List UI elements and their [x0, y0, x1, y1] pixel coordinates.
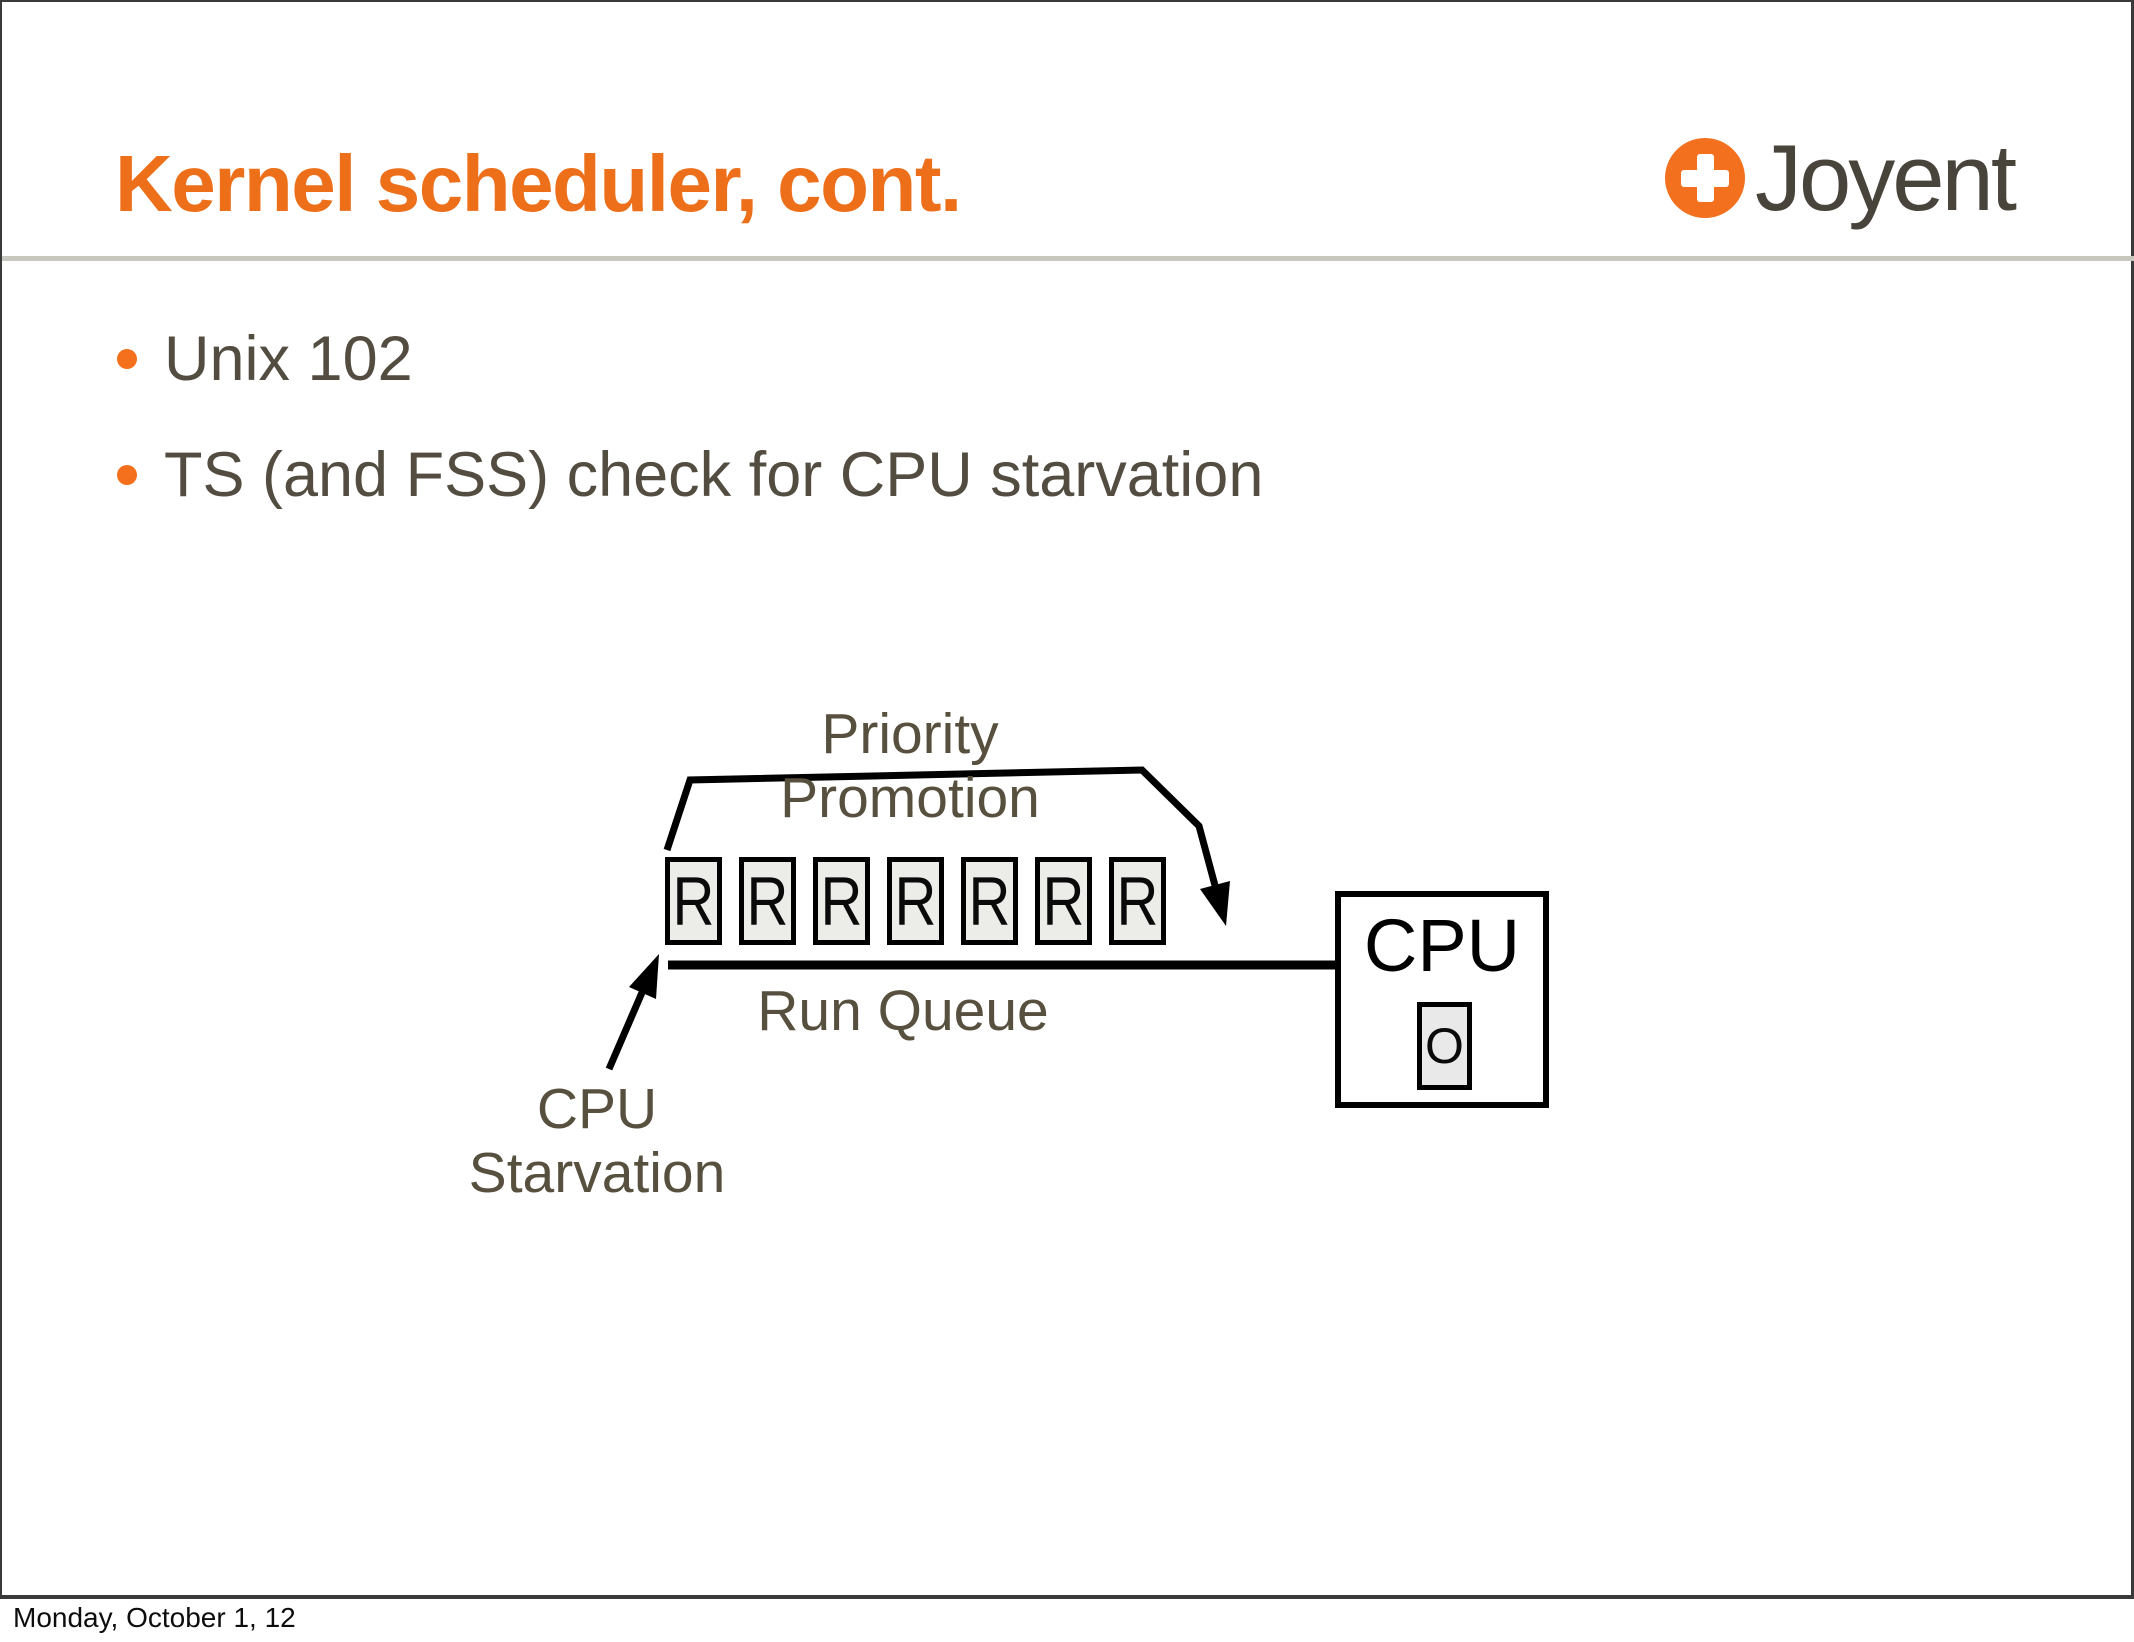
cpu-starvation-label-line2: Starvation — [468, 1141, 726, 1205]
plus-icon-vertical-bar — [1697, 154, 1714, 202]
run-queue-item: R — [813, 857, 870, 945]
oncpu-thread-box: O — [1417, 1002, 1472, 1090]
slide-canvas: Kernel scheduler, cont. Joyent Unix 102 … — [0, 0, 2134, 1599]
run-queue-item: R — [961, 857, 1018, 945]
run-queue-item: R — [887, 857, 944, 945]
joyent-plus-icon — [1665, 138, 1745, 218]
run-queue-item: R — [1109, 857, 1166, 945]
cpu-starvation-arrowhead-icon — [629, 954, 659, 999]
cpu-box: CPU O — [1335, 891, 1549, 1108]
bullet-dot-icon — [117, 349, 137, 369]
cpu-starvation-label: CPU Starvation — [447, 1077, 747, 1205]
slide-title: Kernel scheduler, cont. — [115, 139, 962, 228]
run-queue-item: R — [739, 857, 796, 945]
run-queue-item: R — [1035, 857, 1092, 945]
oncpu-thread-label: O — [1425, 1018, 1464, 1074]
bullet-item-ts-fss: TS (and FSS) check for CPU starvation — [117, 438, 1263, 514]
bullet-text: Unix 102 — [164, 324, 413, 394]
footer-date: Monday, October 1, 12 — [13, 1602, 296, 1633]
bullet-dot-icon — [117, 465, 137, 485]
priority-promotion-label: Priority Promotion — [780, 702, 1040, 830]
priority-promotion-arrowhead-icon — [1200, 881, 1230, 926]
bullet-text: TS (and FSS) check for CPU starvation — [164, 440, 1264, 510]
bullet-item-unix-102: Unix 102 — [117, 322, 413, 398]
cpu-starvation-label-line1: CPU — [536, 1077, 658, 1141]
title-divider — [2, 256, 2134, 261]
cpu-box-label: CPU — [1363, 904, 1521, 987]
run-queue-item: R — [665, 857, 722, 945]
run-queue-label: Run Queue — [757, 979, 1049, 1043]
joyent-logo: Joyent — [1665, 125, 2017, 230]
joyent-logo-text: Joyent — [1755, 125, 2017, 230]
cpu-starvation-arrow-line — [605, 972, 654, 1071]
